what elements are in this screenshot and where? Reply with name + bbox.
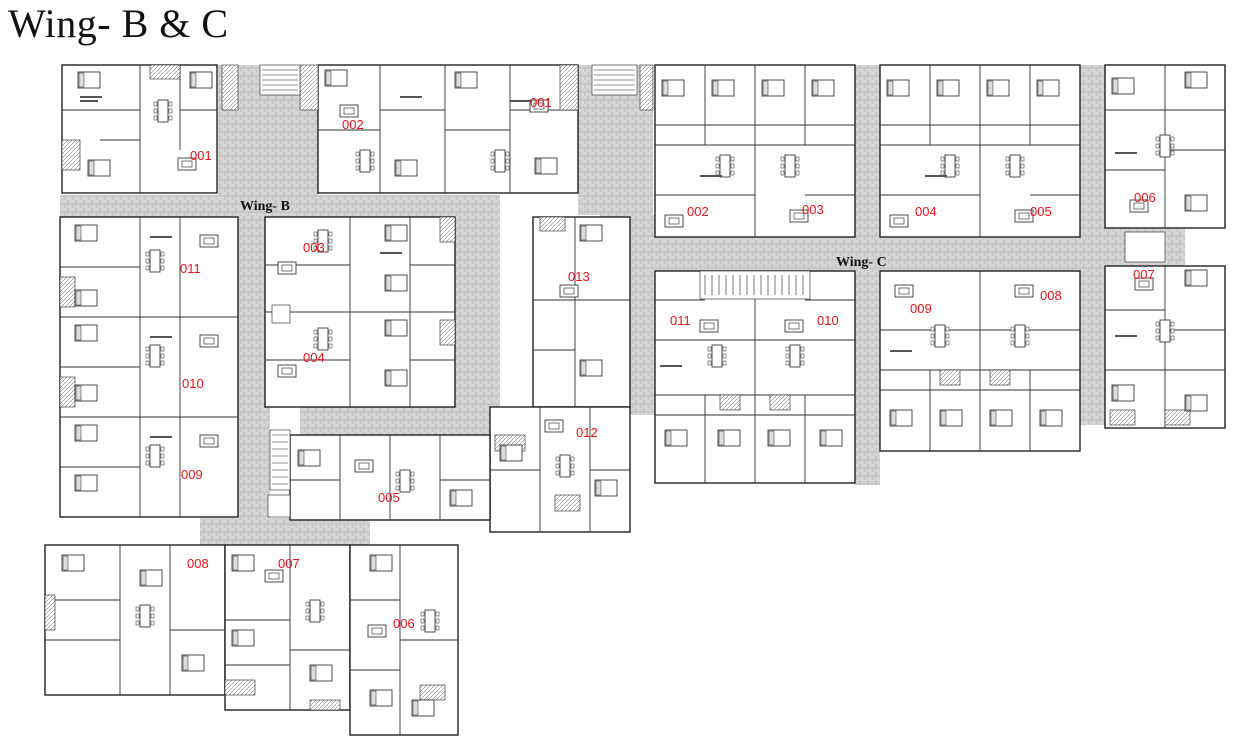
unit-label-b013: 013 bbox=[568, 269, 590, 284]
room-partitions bbox=[45, 65, 1225, 735]
unit-label-b012: 012 bbox=[576, 425, 598, 440]
stair-cores bbox=[259, 64, 1166, 518]
unit-label-b004: 004 bbox=[303, 350, 325, 365]
unit-label-b009: 009 bbox=[181, 467, 203, 482]
unit-label-c009: 009 bbox=[910, 301, 932, 316]
unit-label-c005: 005 bbox=[1030, 204, 1052, 219]
wing-b-label: Wing- B bbox=[240, 199, 290, 214]
unit-label-c006: 006 bbox=[1134, 190, 1156, 205]
unit-label-c007: 007 bbox=[1133, 267, 1155, 282]
unit-label-b003: 003 bbox=[303, 240, 325, 255]
unit-label-b002: 002 bbox=[342, 117, 364, 132]
wing-c-label: Wing- C bbox=[836, 255, 887, 270]
room-annotations bbox=[80, 96, 1137, 438]
unit-labels: 001 002 001 011 010 009 003 004 013 012 … bbox=[180, 95, 1156, 631]
unit-label-b008: 008 bbox=[187, 556, 209, 571]
unit-label-b010: 010 bbox=[182, 376, 204, 391]
drawing-title: Wing- B & C bbox=[8, 1, 229, 46]
unit-label-b011: 011 bbox=[180, 261, 201, 276]
unit-label-c011: 011 bbox=[670, 313, 691, 328]
unit-label-b001: 001 bbox=[190, 148, 212, 163]
unit-label-c010: 010 bbox=[817, 313, 839, 328]
unit-label-c003: 003 bbox=[802, 202, 824, 217]
unit-label-b005: 005 bbox=[378, 490, 400, 505]
unit-label-c004: 004 bbox=[915, 204, 937, 219]
wing-labels: Wing- B Wing- C bbox=[240, 199, 887, 270]
unit-label-b006: 006 bbox=[393, 616, 415, 631]
unit-label-c008: 008 bbox=[1040, 288, 1062, 303]
unit-label-bt001: 001 bbox=[530, 95, 552, 110]
unit-label-c002: 002 bbox=[687, 204, 709, 219]
unit-label-b007: 007 bbox=[278, 556, 300, 571]
